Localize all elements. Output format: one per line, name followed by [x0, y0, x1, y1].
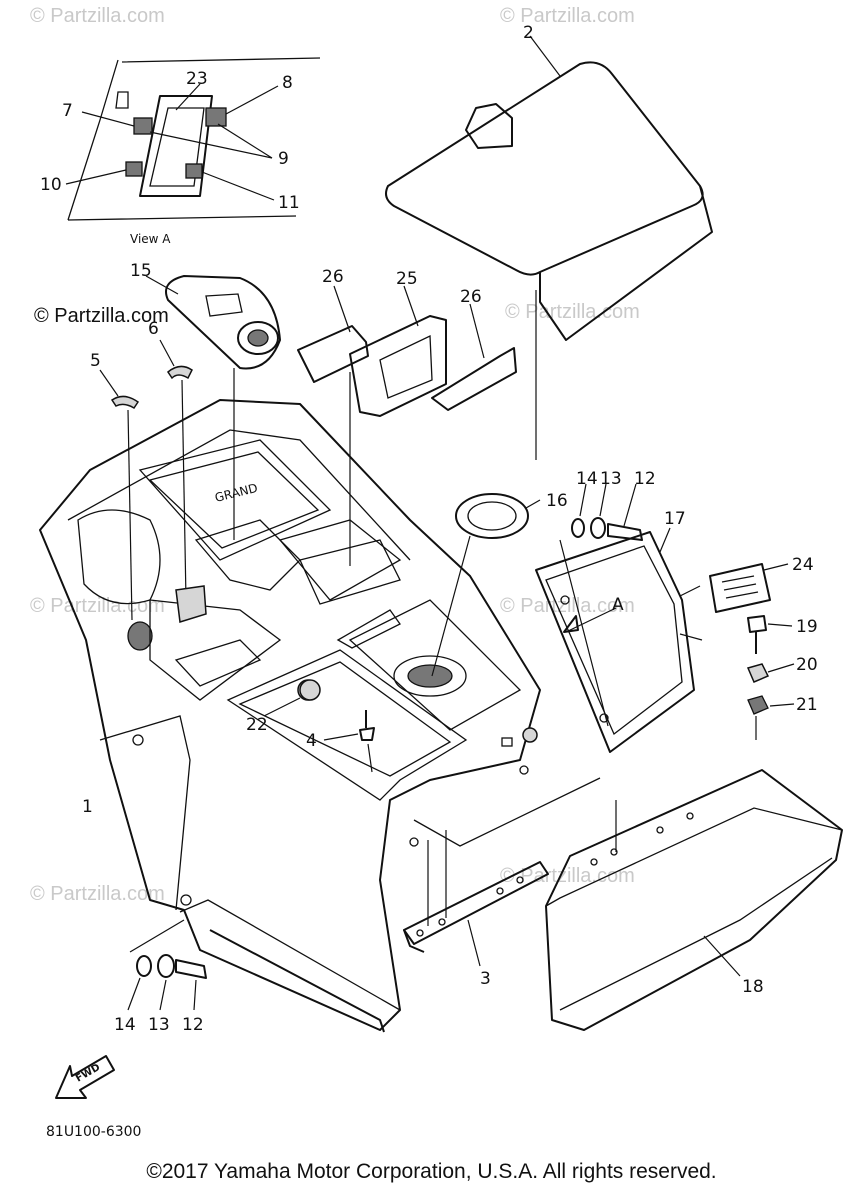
inset-clip-10: [125, 161, 143, 177]
part-25-bracket: [349, 285, 447, 417]
callout-4: 4: [306, 731, 317, 751]
watermark-top-left: © Partzilla.com: [30, 5, 165, 27]
inset-clip-7: [133, 117, 153, 135]
part-18-panel: [545, 769, 843, 1031]
callout-15: 15: [130, 261, 152, 281]
callout-17: 17: [664, 509, 686, 529]
callout-10: 10: [40, 175, 62, 195]
part-26-left: [297, 285, 369, 383]
part-6-clip: [159, 339, 193, 601]
callout-21: 21: [796, 695, 818, 715]
callout-12-bottom: 12: [182, 1015, 204, 1035]
callout-13-top: 13: [600, 469, 622, 489]
fwd-label: FWD: [74, 1062, 102, 1085]
part-24-label: [709, 563, 789, 613]
callout-26-right: 26: [460, 287, 482, 307]
part-2-lid: [385, 35, 713, 460]
watermark-right: © Partzilla.com: [500, 595, 635, 617]
callout-14-top: 14: [576, 469, 598, 489]
part-17-panel: [535, 527, 703, 753]
part-4-screw: [323, 710, 375, 773]
callout-a: A: [612, 595, 624, 615]
part-16-grommet: [431, 493, 541, 677]
callout-23: 23: [186, 69, 208, 89]
bolt-group-bottom: [127, 919, 207, 1011]
callout-13-bottom: 13: [148, 1015, 170, 1035]
fwd-arrow-icon: FWD: [55, 1055, 115, 1099]
view-a-inset: [65, 57, 321, 221]
callout-9: 9: [278, 149, 289, 169]
part-20-nut: [746, 663, 795, 683]
callout-24: 24: [792, 555, 814, 575]
part-1-body: GRAND: [39, 399, 541, 1033]
bolt-group-top: [559, 483, 643, 727]
body-emboss-text: GRAND: [213, 481, 259, 505]
callout-6: 6: [148, 319, 159, 339]
callout-26-left: 26: [322, 267, 344, 287]
callout-19: 19: [796, 617, 818, 637]
part-3-bracket: [403, 777, 601, 967]
watermark-lower-right: © Partzilla.com: [500, 865, 635, 887]
watermark-dark: © Partzilla.com: [34, 305, 169, 327]
view-a-caption: View A: [130, 232, 171, 246]
part-26-right: [431, 303, 517, 411]
callout-labels: 2 23 8 7 9 10 11 15 26 25 26 6 5 16 14 1…: [40, 23, 818, 1035]
part-19-screw: [747, 615, 793, 654]
callout-12-top: 12: [634, 469, 656, 489]
callout-5: 5: [90, 351, 101, 371]
callout-3: 3: [480, 969, 491, 989]
copyright-notice: ©2017 Yamaha Motor Corporation, U.S.A. A…: [146, 1160, 717, 1183]
callout-25: 25: [396, 269, 418, 289]
callout-20: 20: [796, 655, 818, 675]
callout-22: 22: [246, 715, 268, 735]
callout-2: 2: [523, 23, 534, 43]
watermark-lower-left: © Partzilla.com: [30, 883, 165, 905]
watermark-left: © Partzilla.com: [30, 595, 165, 617]
callout-1: 1: [82, 797, 93, 817]
part-5-clip: [99, 369, 140, 621]
callout-11: 11: [278, 193, 300, 213]
part-21-nut: [747, 695, 795, 740]
inset-clip-8: [205, 107, 227, 127]
callout-18: 18: [742, 977, 764, 997]
callout-14-bottom: 14: [114, 1015, 136, 1035]
callout-8: 8: [282, 73, 293, 93]
inset-clip-11: [185, 163, 203, 179]
watermark-mid-right: © Partzilla.com: [505, 301, 640, 323]
part-22-plug: [263, 679, 321, 717]
diagram-code: 81U100-6300: [46, 1124, 141, 1140]
part-15-cover: [145, 275, 281, 540]
callout-7: 7: [62, 101, 73, 121]
watermark-top-right: © Partzilla.com: [500, 5, 635, 27]
callout-16: 16: [546, 491, 568, 511]
